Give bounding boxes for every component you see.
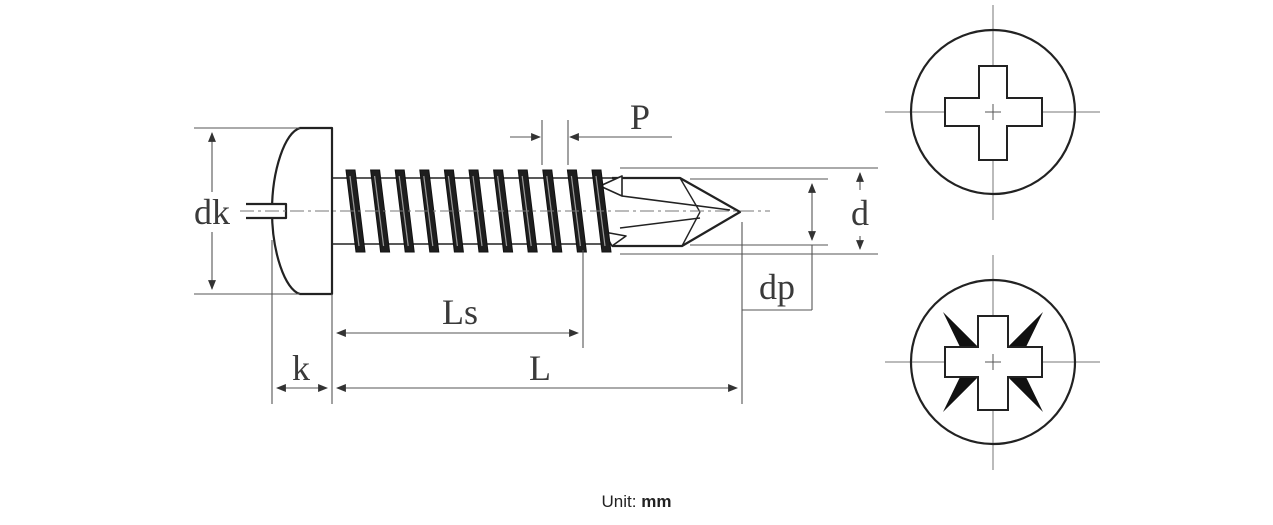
- label-l: L: [529, 348, 551, 388]
- thread-crest: [370, 169, 391, 253]
- pozidriv-head-top-view: [885, 255, 1100, 470]
- thread-highlight: [374, 175, 385, 247]
- unit-value: mm: [641, 492, 672, 511]
- label-ls: Ls: [442, 292, 478, 332]
- screw-side-view: [246, 126, 742, 296]
- label-dk: dk: [194, 192, 230, 232]
- drill-point: [612, 176, 742, 248]
- label-d: d: [851, 193, 869, 233]
- thread-crest: [345, 169, 366, 253]
- label-pitch: P: [630, 97, 650, 137]
- dimension-lines: [194, 120, 878, 404]
- phillips-head-top-view: [885, 5, 1100, 220]
- thread-crest: [394, 169, 415, 253]
- unit-label: Unit:: [601, 492, 637, 511]
- unit-caption: Unit: mm: [0, 492, 1273, 512]
- label-dp: dp: [759, 267, 795, 307]
- thread-highlight: [349, 175, 360, 247]
- thread-crest: [419, 169, 440, 253]
- label-k: k: [292, 348, 310, 388]
